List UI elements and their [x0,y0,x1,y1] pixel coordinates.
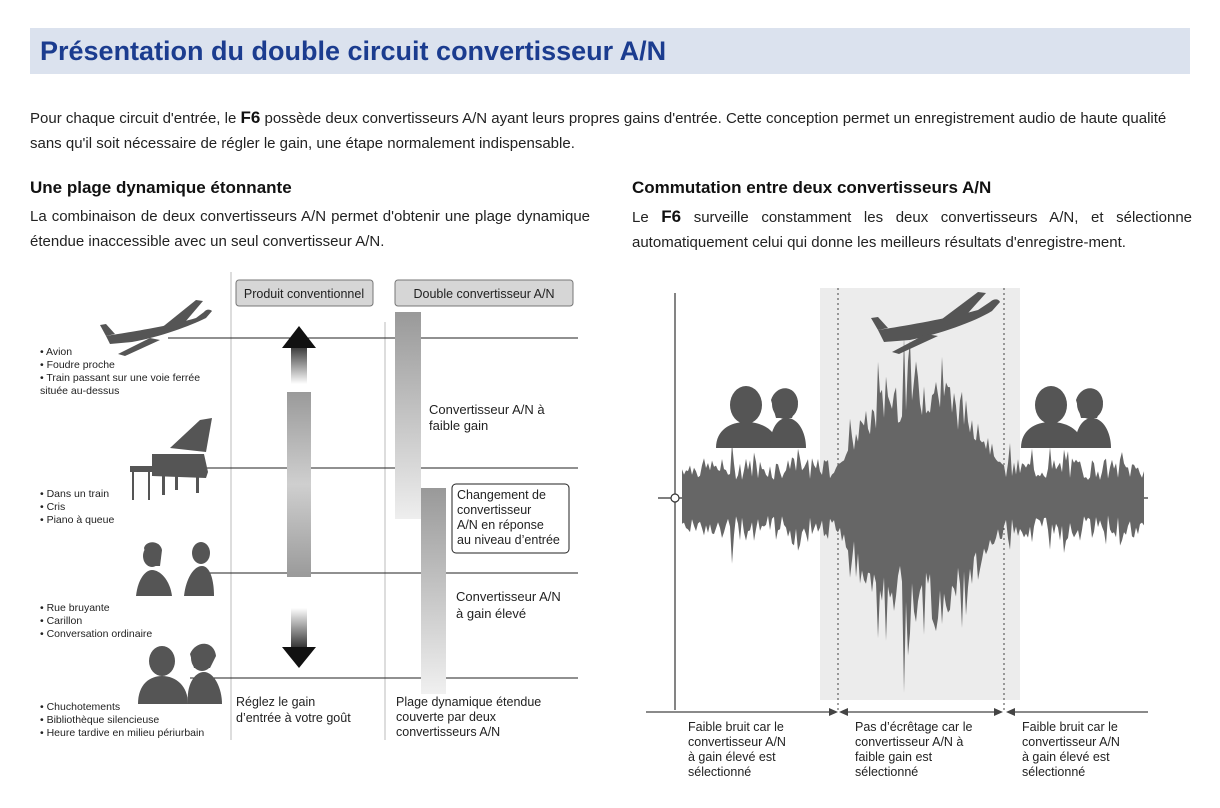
box-conventional [235,279,374,307]
low-gain-label: Convertisseur A/N à faible gain [429,402,548,433]
conventional-range-bar [287,392,311,577]
page-title: Présentation du double circuit convertis… [40,36,667,66]
airplane-icon [100,300,212,356]
low-gain-bar [395,312,421,519]
caption-right: Faible bruit car le convertisseur A/N à … [1022,720,1123,779]
source-list-medium: • Rue bruyante • Carillon • Conversation… [40,602,152,640]
airplane-icon-right [871,292,1000,354]
arrow-down-shaft [291,608,307,648]
arrow-up-icon [282,326,316,348]
left-body: La combinaison de deux convertisseurs A/… [30,208,590,250]
range-label: Plage dynamique étendue couverte par deu… [396,695,545,739]
piano-icon [130,418,212,500]
right-heading: Commutation entre deux convertisseurs A/… [632,178,992,197]
title-bar: Présentation du double circuit convertis… [30,28,1190,74]
right-body-prefix: Le [632,209,662,226]
left-heading: Une plage dynamique étonnante [30,178,292,197]
adjust-gain-label: Réglez le gain d’entrée à votre goût [236,695,351,725]
brand-name: F6 [240,108,261,127]
switch-callout-box [451,483,570,554]
switch-label: Changement de convertisseur A/N en répon… [457,488,560,547]
high-gain-bar [421,488,446,694]
whisper-icon-right [1021,386,1111,448]
source-list-loud: • Avion • Foudre proche • Train passant … [40,346,203,397]
box-dual [394,279,574,307]
conversation-icon [136,542,214,596]
source-list-quiet: • Chuchotements • Bibliothèque silencieu… [40,701,204,739]
caption-middle: Pas d’écrêtage car le convertisseur A/N … [855,720,976,779]
arrow-up-shaft [291,346,307,384]
right-body: Le F6 surveille constamment les deux con… [632,204,1192,255]
origin-marker [670,493,680,503]
arrow-down-icon [282,647,316,668]
right-body-rest: surveille constamment les deux convertis… [632,209,1192,251]
box-dual-label: Double convertisseur A/N [413,287,554,301]
dynamic-range-diagram: Produit conventionnel Double convertisse… [40,272,578,740]
intro-prefix: Pour chaque circuit d'entrée, le [30,110,241,127]
whisper-icon-left [716,386,806,448]
audio-waveform [682,335,1144,693]
intro-rest: possède deux convertisseurs A/N ayant le… [30,110,1167,152]
high-gain-label: Convertisseur A/N à gain élevé [456,589,564,621]
brand-name: F6 [661,207,682,226]
box-conventional-label: Produit conventionnel [244,287,364,301]
source-list-medium-loud: • Dans un train • Cris • Piano à queue [40,488,114,526]
caption-left: Faible bruit car le convertisseur A/N à … [688,720,789,779]
range-arrows [646,708,1148,716]
whisper-icon [138,643,222,704]
intro-paragraph: Pour chaque circuit d'entrée, le F6 poss… [30,105,1195,156]
